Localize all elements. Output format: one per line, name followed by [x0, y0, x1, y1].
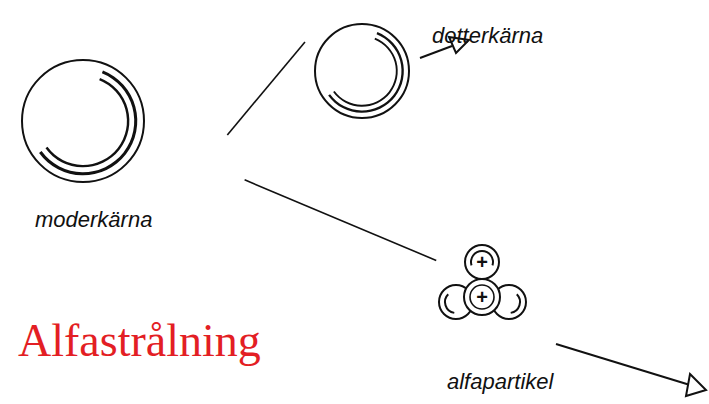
daughter-nucleus: dotterkärna [313, 22, 411, 120]
emission-line [245, 180, 437, 261]
alpha-motion-arrow [556, 344, 706, 396]
nucleus-label: alfapartikel [447, 370, 553, 394]
shading-arc [328, 32, 404, 113]
nucleus-outline [22, 60, 144, 182]
proton-ring [470, 285, 494, 309]
open-arrowhead [686, 374, 706, 396]
nucleus-circle [313, 22, 411, 120]
nucleon-arc [444, 294, 454, 314]
nucleus-outline [315, 24, 409, 118]
nucleon-circle [465, 245, 499, 279]
nucleus-circle [20, 58, 146, 184]
nucleus-label: dotterkärna [432, 24, 543, 48]
shading-arc [333, 38, 398, 107]
shading-arc [39, 71, 137, 176]
charge-sign: + [476, 252, 488, 272]
parent-nucleus: moderkärna [20, 58, 146, 184]
charge-sign: + [476, 287, 488, 307]
emission-line [227, 42, 305, 135]
shading-arc [45, 78, 129, 167]
diagram-title: Alfastrålning [18, 316, 261, 367]
nucleon-circle [464, 279, 500, 315]
nucleon-arc [511, 294, 521, 314]
arrow-shaft [556, 344, 690, 385]
nucleus-label: moderkärna [35, 208, 152, 232]
